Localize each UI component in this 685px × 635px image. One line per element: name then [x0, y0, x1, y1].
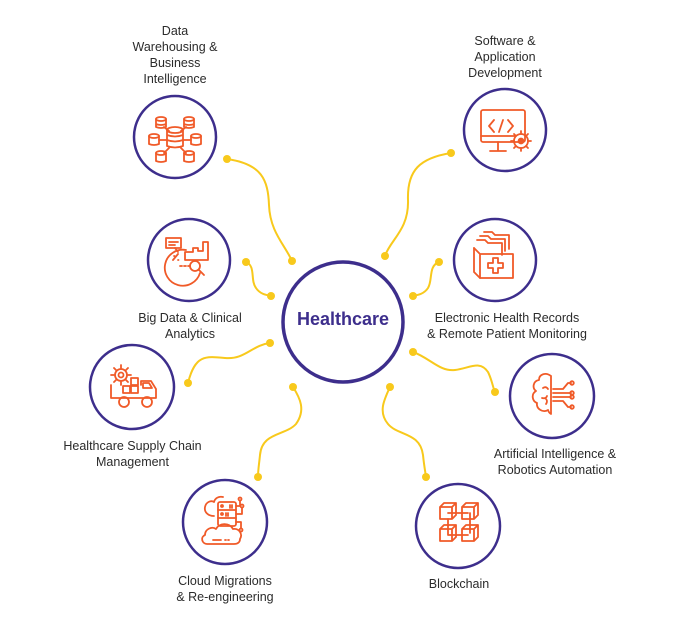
hub-ring: [281, 260, 405, 384]
label-big-data: Big Data & Clinical Analytics: [138, 311, 242, 341]
connector-blockchain: [381, 383, 430, 481]
connector-data-warehousing: [223, 155, 296, 265]
connector-software-development: [381, 149, 455, 260]
truck-gear-icon: [110, 364, 157, 408]
label-blockchain: Blockchain: [428, 577, 490, 591]
node-cloud-migrations: [181, 478, 269, 566]
monitor-code-gear-icon: [480, 109, 532, 152]
connectors: [184, 149, 499, 481]
label-supply-chain: Healthcare Supply Chain Management: [63, 439, 202, 469]
node-blockchain: [414, 482, 502, 570]
blockchain-cubes-icon: [439, 502, 479, 542]
node-software-development: [462, 87, 548, 173]
database-network-icon: [148, 116, 202, 163]
label-software-development: Software & Application Development: [468, 34, 542, 80]
label-cloud-migrations: Cloud Migrations & Re-engineering: [176, 574, 274, 604]
brain-circuit-icon: [531, 373, 575, 415]
analytics-chart-magnifier-icon: [163, 237, 209, 287]
connector-supply-chain: [184, 339, 274, 387]
label-data-warehousing: Data Warehousing & Business Intelligence: [132, 24, 218, 86]
node-ai-robotics: [508, 352, 596, 440]
hub-label: Healthcare: [296, 309, 390, 329]
connector-big-data: [242, 258, 275, 300]
node-data-warehousing: [132, 94, 218, 180]
medical-folder-icon: [473, 231, 514, 279]
connector-ai-robotics: [409, 348, 499, 396]
label-ehr: Electronic Health Records & Remote Patie…: [427, 311, 587, 341]
node-big-data: [146, 217, 232, 303]
label-ai-robotics: Artificial Intelligence & Robotics Autom…: [493, 447, 617, 477]
connector-ehr: [409, 258, 443, 300]
node-supply-chain: [88, 343, 176, 431]
connector-cloud-migrations: [254, 383, 303, 481]
node-ehr: [452, 217, 538, 303]
cloud-server-icon: [201, 495, 245, 545]
